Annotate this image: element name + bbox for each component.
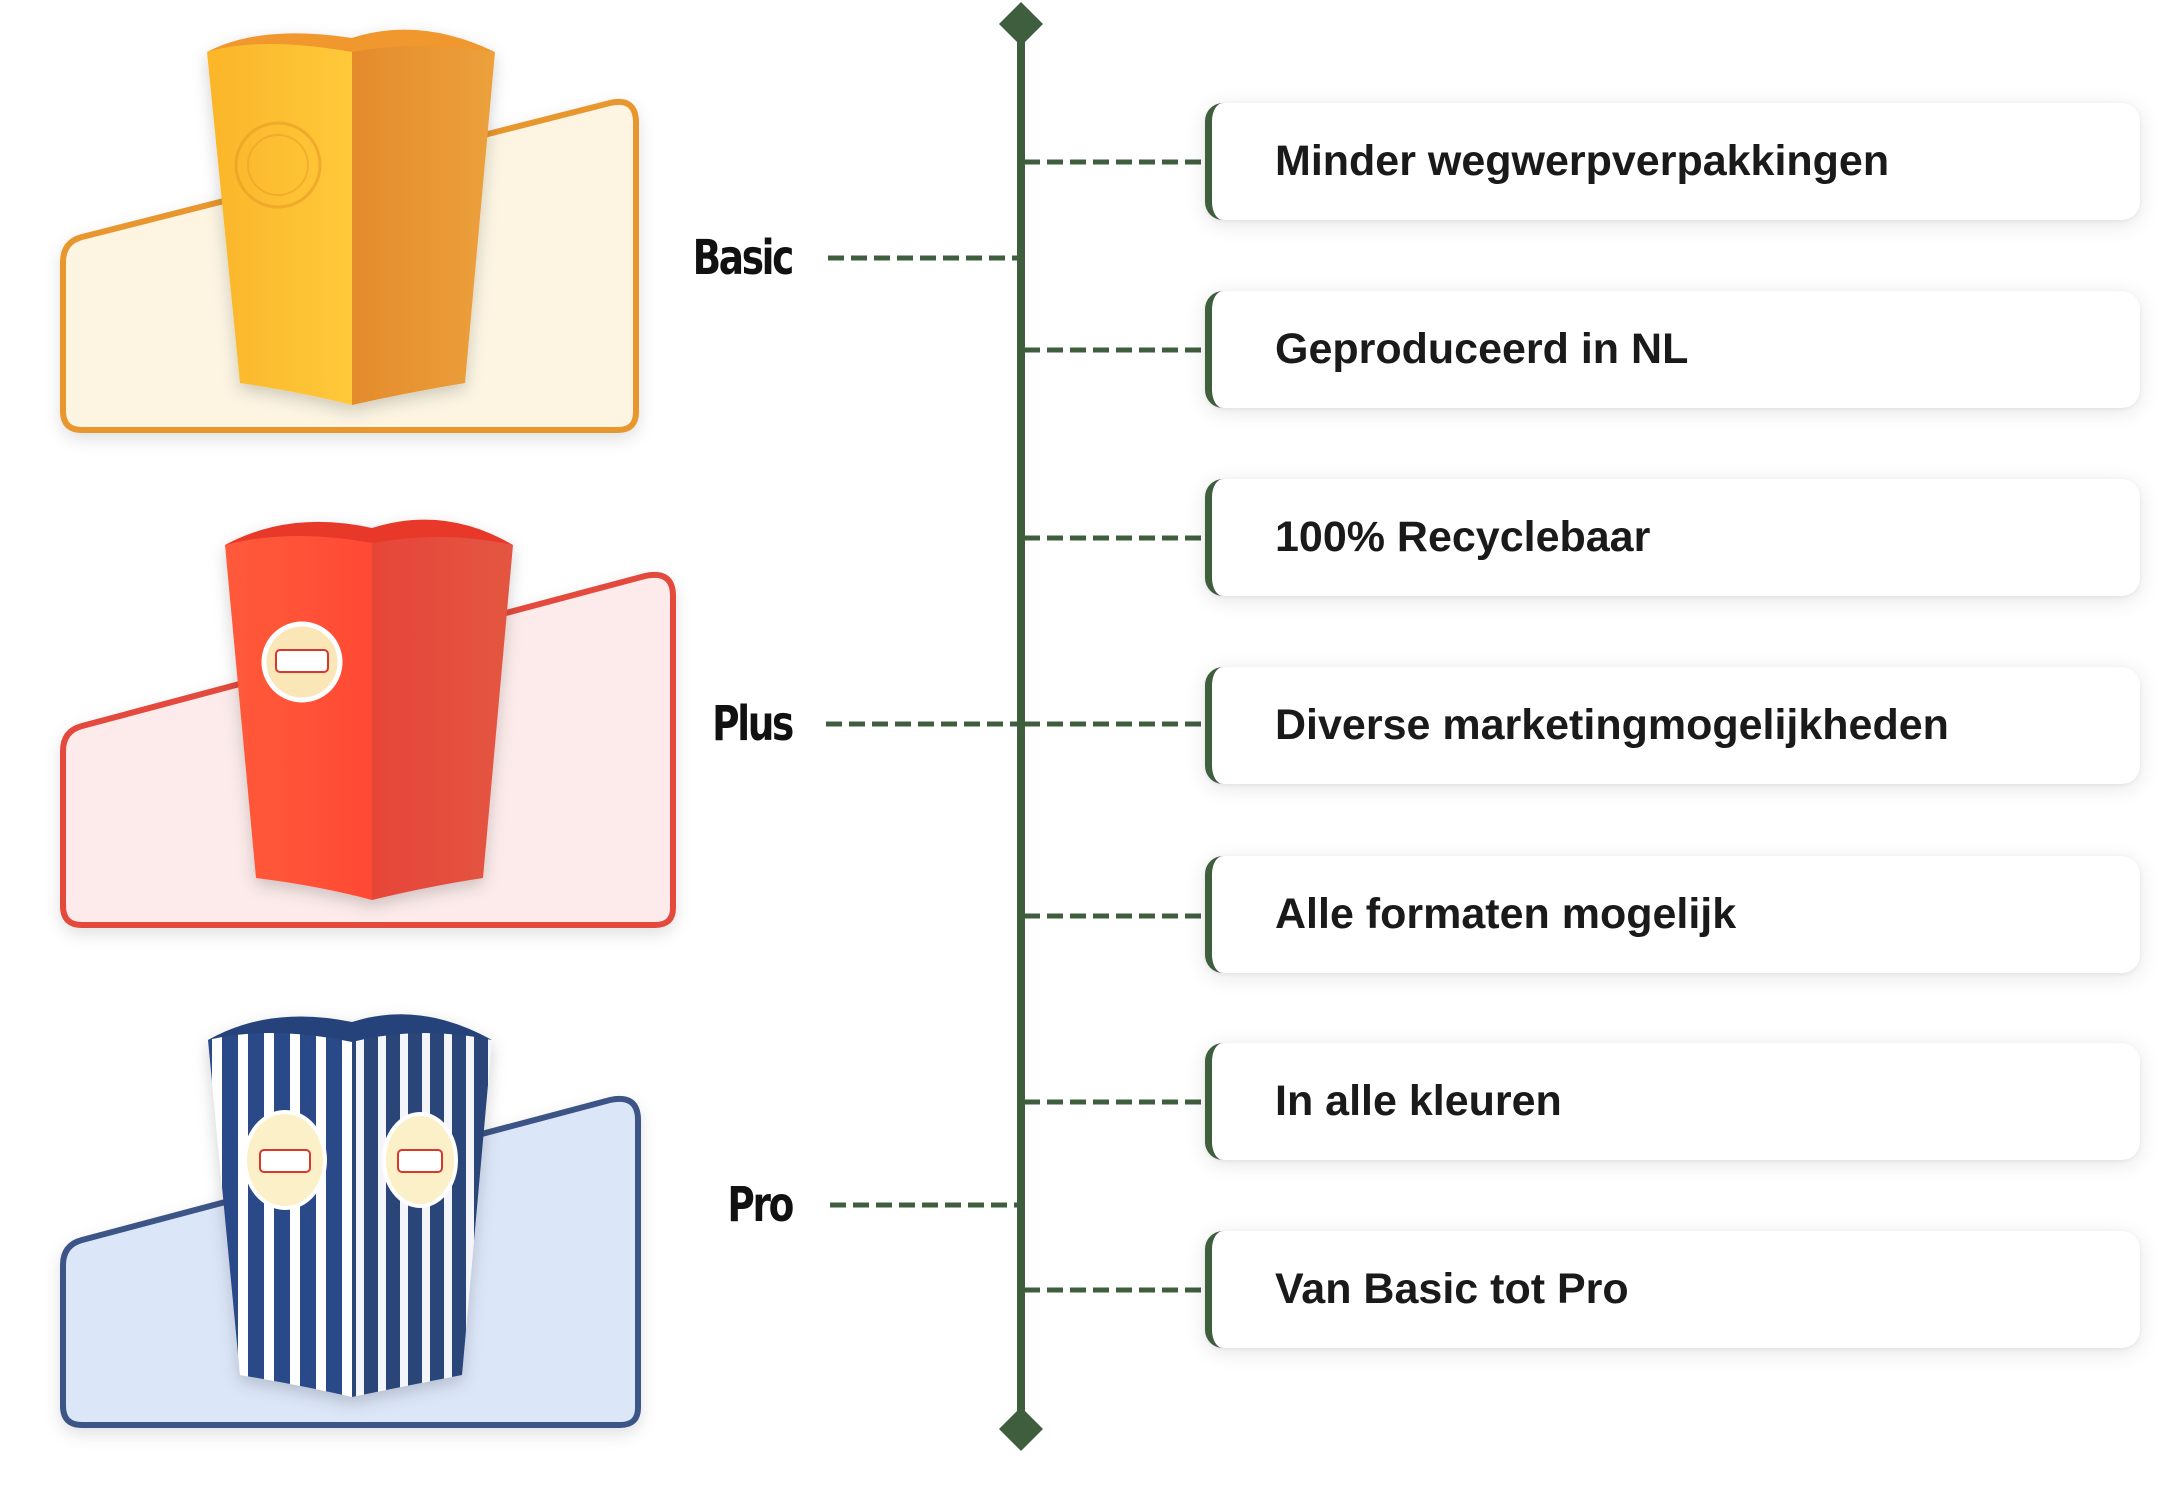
tier-label-pro: Pro	[727, 1177, 794, 1233]
feature-card: Geproduceerd in NL	[1205, 291, 2140, 408]
feature-text: 100% Recyclebaar	[1275, 513, 1651, 561]
feature-text: Alle formaten mogelijk	[1275, 890, 1737, 938]
popcorn-box-icon	[225, 519, 513, 900]
feature-text: In alle kleuren	[1275, 1077, 1562, 1125]
popcorn-box-icon	[207, 29, 495, 405]
feature-card: Van Basic tot Pro	[1205, 1231, 2140, 1348]
feature-card: In alle kleuren	[1205, 1043, 2140, 1160]
feature-card: Minder wegwerpverpakkingen	[1205, 103, 2140, 220]
popcorn-box-icon	[208, 1014, 492, 1397]
feature-card: 100% Recyclebaar	[1205, 479, 2140, 596]
feature-card: Diverse marketingmogelijkheden	[1205, 667, 2140, 784]
feature-text: Diverse marketingmogelijkheden	[1275, 701, 1949, 749]
tier-label-basic: Basic	[692, 230, 795, 286]
feature-text: Geproduceerd in NL	[1275, 325, 1689, 373]
feature-text: Minder wegwerpverpakkingen	[1275, 137, 1890, 185]
feature-card: Alle formaten mogelijk	[1205, 856, 2140, 973]
feature-text: Van Basic tot Pro	[1275, 1265, 1629, 1313]
tier-label-plus: Plus	[712, 696, 794, 752]
diamond-icon	[999, 1407, 1043, 1451]
diamond-icon	[999, 2, 1043, 46]
